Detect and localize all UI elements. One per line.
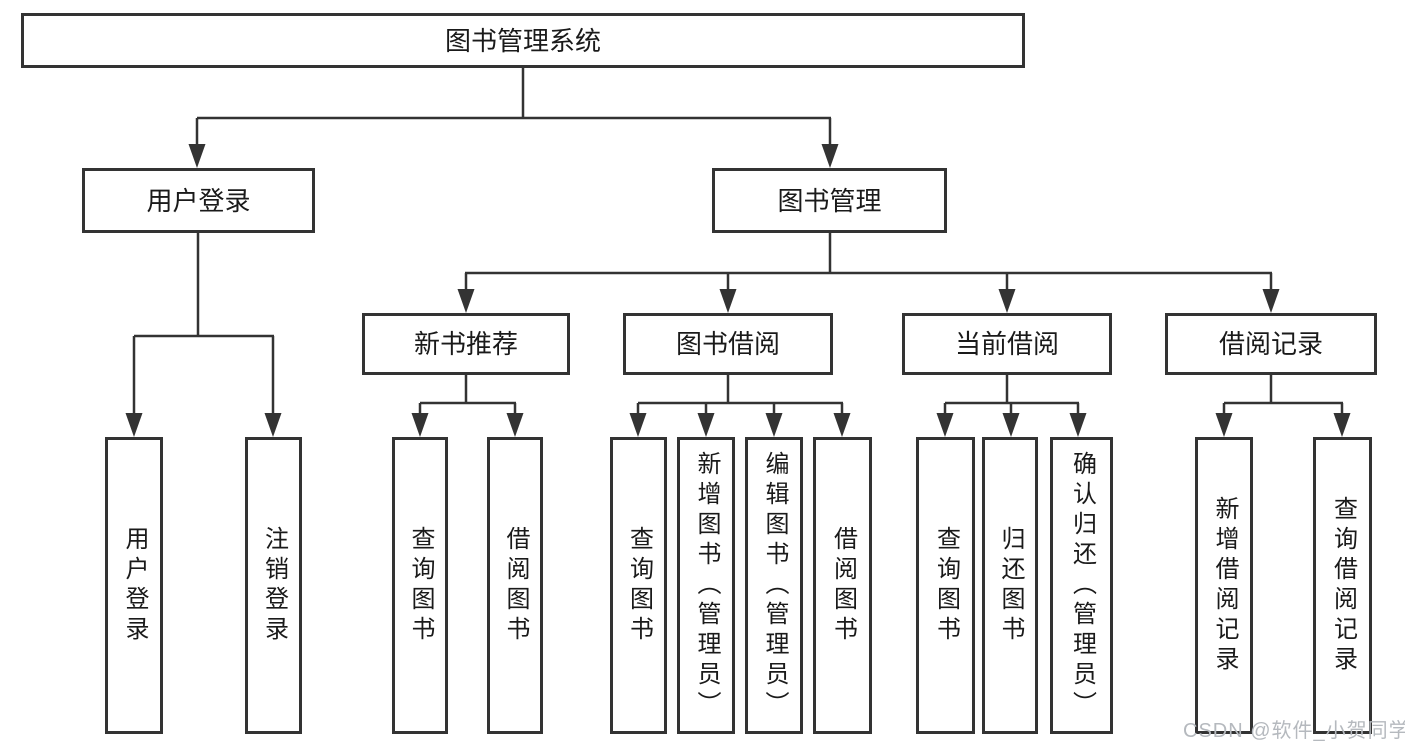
node-label: 图书管理 xyxy=(777,185,882,216)
node-book-borrowing: 图书借阅 xyxy=(623,313,833,375)
node-label: 借阅图书 xyxy=(829,525,857,646)
leaf-add-book-admin: 新增图书（管理员） xyxy=(677,437,735,734)
node-label: 新增图书（管理员） xyxy=(693,450,720,721)
node-label: 当前借阅 xyxy=(954,329,1059,359)
node-library-management-system: 图书管理系统 xyxy=(21,13,1025,68)
node-label: 借阅记录 xyxy=(1218,329,1323,359)
node-label: 用户登录 xyxy=(146,185,251,216)
leaf-user-login: 用户登录 xyxy=(105,437,163,734)
node-book-management: 图书管理 xyxy=(712,168,947,233)
node-label: 归还图书 xyxy=(997,525,1024,646)
leaf-confirm-return-admin: 确认归还（管理员） xyxy=(1050,437,1113,734)
node-label: 新增借阅记录 xyxy=(1211,495,1238,676)
leaf-query-books-current: 查询图书 xyxy=(916,437,975,734)
leaf-borrow-books-recommend: 借阅图书 xyxy=(487,437,543,734)
node-label: 查询图书 xyxy=(932,525,960,646)
node-label: 新书推荐 xyxy=(413,329,518,359)
node-current-borrowing: 当前借阅 xyxy=(902,313,1112,375)
node-label: 注销登录 xyxy=(260,525,288,646)
node-label: 查询借阅记录 xyxy=(1329,495,1357,676)
leaf-add-borrow-record: 新增借阅记录 xyxy=(1195,437,1253,734)
node-label: 查询图书 xyxy=(407,525,434,646)
node-borrowing-records: 借阅记录 xyxy=(1165,313,1377,375)
node-new-book-recommendation: 新书推荐 xyxy=(362,313,570,375)
node-label: 图书借阅 xyxy=(675,329,780,359)
node-label: 借阅图书 xyxy=(502,525,529,646)
leaf-query-books-borrowing: 查询图书 xyxy=(610,437,667,734)
node-label: 编辑图书（管理员） xyxy=(761,450,788,721)
csdn-watermark: CSDN @软件_小贺同学 xyxy=(1183,720,1405,742)
leaf-borrow-books-borrowing: 借阅图书 xyxy=(813,437,872,734)
node-label: 查询图书 xyxy=(625,525,653,646)
node-label: 用户登录 xyxy=(121,525,148,646)
leaf-return-book: 归还图书 xyxy=(982,437,1038,734)
leaf-query-books-recommend: 查询图书 xyxy=(392,437,448,734)
node-label: 图书管理系统 xyxy=(444,25,601,56)
node-user-login: 用户登录 xyxy=(82,168,315,233)
leaf-query-borrow-record: 查询借阅记录 xyxy=(1313,437,1372,734)
leaf-logout-login: 注销登录 xyxy=(245,437,302,734)
node-label: 确认归还（管理员） xyxy=(1068,450,1096,721)
leaf-edit-book-admin: 编辑图书（管理员） xyxy=(745,437,803,734)
